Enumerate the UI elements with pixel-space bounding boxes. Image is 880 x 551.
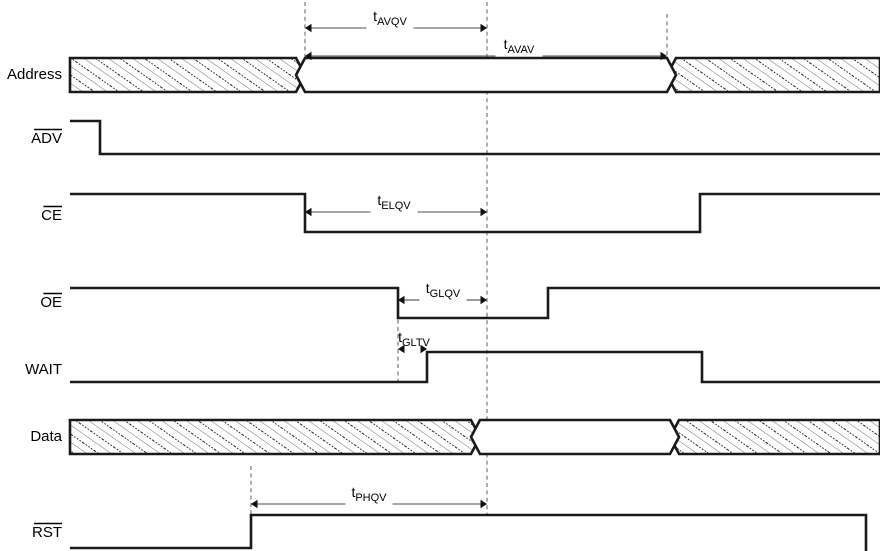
timing-label-tGLTV: tGLTV <box>398 329 430 349</box>
signal-label-rst: RST <box>32 524 62 541</box>
arrowhead-left-tAVQV <box>305 23 312 33</box>
bus-invalid-address-1 <box>665 56 880 94</box>
arrowhead-left-tPHQV <box>251 499 258 509</box>
timing-label-tGLQV: tGLQV <box>426 280 461 300</box>
arrowhead-left-tAVAV <box>305 51 312 61</box>
arrowhead-left-tGLQV <box>398 295 405 305</box>
timing-label-tAVQV: tAVQV <box>373 8 407 28</box>
arrowhead-right-tGLQV <box>480 295 487 305</box>
timing-arrow-group <box>251 23 667 509</box>
waveform-adv <box>70 119 880 156</box>
arrowhead-right-tGLTV <box>420 344 427 354</box>
bus-valid-address-0 <box>294 56 678 94</box>
signal-label-adv: ADV <box>31 130 62 147</box>
timing-label-tELQV: tELQV <box>377 192 411 212</box>
timing-label-tPHQV: tPHQV <box>351 484 387 504</box>
arrowhead-right-tELQV <box>480 207 487 217</box>
waveform-oe <box>70 286 880 320</box>
bus-invalid-data-0 <box>68 418 482 456</box>
waveform-wait <box>70 350 880 384</box>
waveform-ce <box>70 192 880 234</box>
bus-invalid-address-0 <box>68 56 307 94</box>
bus-invalid-data-1 <box>668 418 880 456</box>
timing-label-tAVAV: tAVAV <box>504 36 535 56</box>
arrowhead-left-tGLTV <box>398 344 405 354</box>
signal-label-wait: WAIT <box>25 361 62 378</box>
timing-label-group: tAVQV tAVAV tELQV tGLQV tGLTV tPHQV <box>351 8 535 504</box>
bus-valid-data-0 <box>469 418 681 456</box>
arrowhead-right-tAVQV <box>480 23 487 33</box>
arrowhead-left-tELQV <box>305 207 312 217</box>
arrowhead-right-tAVAV <box>660 51 667 61</box>
signal-label-oe: OE <box>40 294 62 311</box>
signal-label-ce: CE <box>41 207 62 224</box>
arrowhead-right-tPHQV <box>480 499 487 509</box>
signal-label-data: Data <box>30 428 62 445</box>
signal-label-address: Address <box>7 66 62 83</box>
waveform-group <box>68 56 880 551</box>
waveform-rst <box>70 513 868 551</box>
